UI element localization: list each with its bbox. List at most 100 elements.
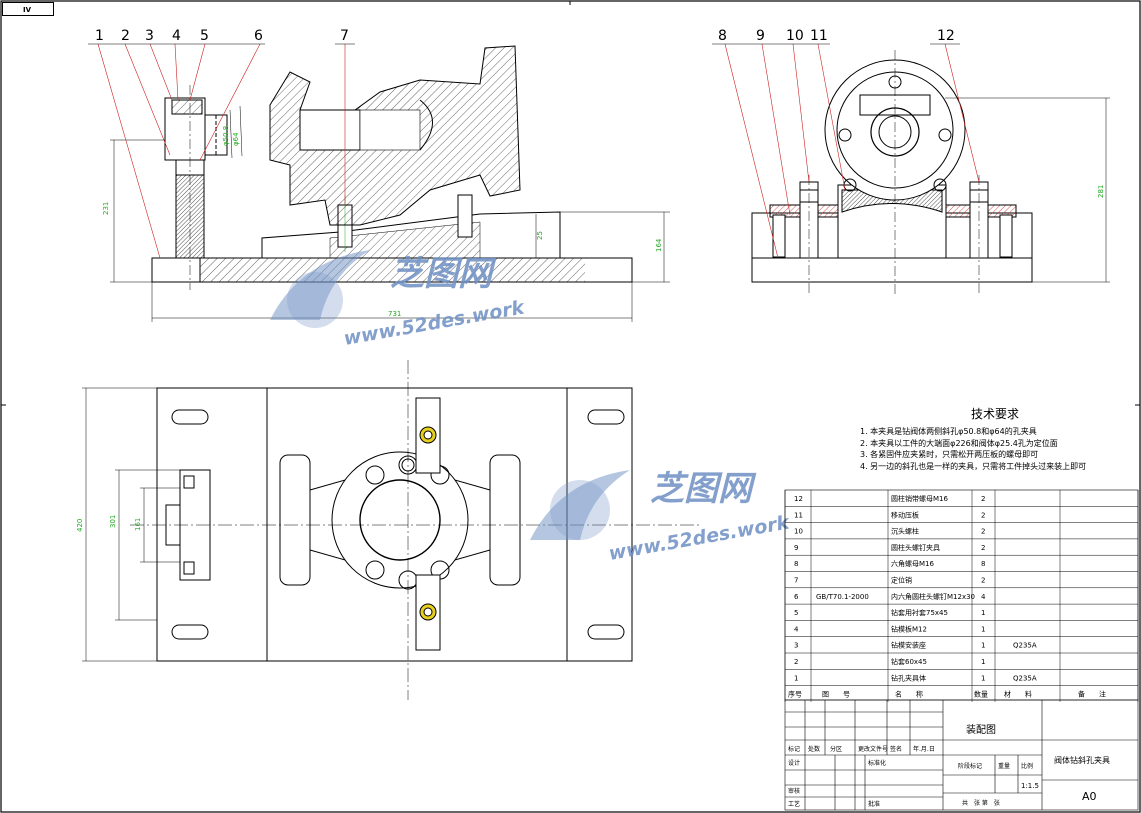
watermark-brand-2: 芝图网 xyxy=(650,469,757,509)
tb-label-weight: 重量 xyxy=(998,762,1010,770)
bom-name: 六角螺母M16 xyxy=(891,559,934,568)
tb-size: A0 xyxy=(1082,790,1097,803)
bom-qty: 2 xyxy=(981,528,985,536)
technical-requirements: 技术要求 1. 本夹具是钻阀体两侧斜孔φ50.8和φ64的孔夹具 2. 本夹具以… xyxy=(860,405,1130,472)
bom-header-remark: 备 注 xyxy=(1078,690,1106,699)
bom-no: 12 xyxy=(794,495,803,503)
part-label-6: 6 xyxy=(254,28,263,44)
plan-view xyxy=(82,360,700,700)
bom-name: 钻模板M12 xyxy=(891,624,927,633)
bom-name: 钻套60x45 xyxy=(891,657,927,666)
watermark-url-2: www.52des.work xyxy=(607,511,792,565)
bom-no: 7 xyxy=(794,577,798,585)
dim-front-width: 731 xyxy=(388,310,401,318)
bom-no: 4 xyxy=(794,625,799,633)
bom-material: Q235A xyxy=(1013,674,1037,682)
bom-name: 移动压板 xyxy=(891,510,919,519)
tb-label-approve: 批准 xyxy=(868,800,880,808)
bom-name: 圆柱头螺钉夹具 xyxy=(891,543,940,552)
dim-plan-height: 420 xyxy=(76,519,84,532)
bom-header-no: 序号 xyxy=(788,690,802,699)
bom-no: 2 xyxy=(794,658,798,666)
bom-qty: 1 xyxy=(981,609,985,617)
bom-qty: 2 xyxy=(981,577,985,585)
bom-qty: 1 xyxy=(981,674,985,682)
front-view xyxy=(88,43,670,322)
part-label-5: 5 xyxy=(200,28,209,44)
tb-label-design: 设计 xyxy=(788,759,800,767)
bom-no: 9 xyxy=(794,544,798,552)
bom-qty: 1 xyxy=(981,658,985,666)
dim-dia-a: φ50.8 xyxy=(222,126,230,146)
dim-side-height: 281 xyxy=(1097,185,1105,198)
dim-dia-b: φ64 xyxy=(232,132,240,146)
bom-code: GB/T70.1-2000 xyxy=(816,593,869,601)
part-label-4: 4 xyxy=(172,28,181,44)
bom-name: 钻孔夹具体 xyxy=(891,673,926,682)
bom-name: 钻套用衬套75x45 xyxy=(891,608,948,617)
part-label-7: 7 xyxy=(340,28,349,44)
tb-label-zone: 分区 xyxy=(830,745,842,753)
bom-qty: 2 xyxy=(981,495,985,503)
bom-no: 6 xyxy=(794,593,799,601)
tb-scale: 1:1.5 xyxy=(1021,782,1039,790)
tb-label-mark: 标记 xyxy=(788,745,800,753)
tb-drawing-name: 装配图 xyxy=(966,723,996,736)
tb-label-stage: 阶段标记 xyxy=(958,762,982,770)
dim-front-mid: 25 xyxy=(536,231,544,240)
watermark-url-1: www.52des.work xyxy=(342,296,527,350)
dim-plan-inner: 301 xyxy=(109,515,117,528)
dim-plan-small: 161 xyxy=(134,518,142,531)
part-label-10: 10 xyxy=(786,28,804,44)
bom-no: 1 xyxy=(794,674,798,682)
bom-name: 圆柱销带螺母M16 xyxy=(891,494,948,503)
tech-item-3: 3. 各紧固件应夹紧时，只需松开两压板的螺母即可 xyxy=(860,450,1039,459)
tb-label-scale: 比例 xyxy=(1021,762,1033,770)
bom-qty: 1 xyxy=(981,642,985,650)
tb-sheets: 共 张 第 张 xyxy=(962,799,1000,807)
bom-no: 3 xyxy=(794,642,798,650)
bom-no: 8 xyxy=(794,560,798,568)
part-label-3: 3 xyxy=(145,28,154,44)
bom-qty: 1 xyxy=(981,625,985,633)
tech-item-2: 2. 本夹具以工件的大端面φ226和阀体φ25.4孔为定位面 xyxy=(860,438,1058,448)
side-view xyxy=(712,43,1110,295)
bom-qty: 4 xyxy=(981,593,986,601)
tb-label-count: 处数 xyxy=(808,745,820,753)
bom-name: 钻模安装座 xyxy=(891,641,926,650)
bom-qty: 2 xyxy=(981,544,985,552)
bom-material: Q235A xyxy=(1013,642,1037,650)
bom-header-material: 材 料 xyxy=(1004,690,1032,699)
bom-qty: 8 xyxy=(981,560,985,568)
tech-item-1: 1. 本夹具是钻阀体两侧斜孔φ50.8和φ64的孔夹具 xyxy=(860,427,1037,436)
bom-name: 内六角圆柱头螺钉M12x30 xyxy=(891,592,975,601)
tb-label-sign: 签名 xyxy=(890,745,902,753)
bom-qty: 2 xyxy=(981,511,985,519)
part-label-1: 1 xyxy=(95,28,104,44)
bom-name: 沉头螺柱 xyxy=(891,527,919,536)
bom-header-code: 图 号 xyxy=(822,691,850,699)
tech-item-4: 4. 另一边的斜孔也是一样的夹具，只需将工件掉头过来装上即可 xyxy=(860,461,1087,471)
part-label-2: 2 xyxy=(121,28,130,44)
bom-no: 5 xyxy=(794,609,798,617)
part-label-12: 12 xyxy=(937,28,955,44)
dim-front-right: 164 xyxy=(655,238,663,252)
tb-label-doc: 更改文件号 xyxy=(858,745,888,753)
tb-part-name: 阀体钻斜孔夹具 xyxy=(1054,755,1110,765)
bom-name: 定位销 xyxy=(891,576,912,585)
tb-label-standard: 标准化 xyxy=(868,759,886,767)
title-block xyxy=(784,699,1139,811)
tech-title: 技术要求 xyxy=(970,407,1019,421)
watermark-2: 芝图网 www.52des.work xyxy=(530,469,792,565)
bom-no: 11 xyxy=(794,511,803,519)
tb-label-check: 审核 xyxy=(788,787,800,795)
part-label-11: 11 xyxy=(810,28,828,44)
dim-front-height: 231 xyxy=(102,202,110,215)
watermark-brand-1: 芝图网 xyxy=(390,254,497,294)
tb-label-date: 年.月.日 xyxy=(913,745,935,753)
part-label-8: 8 xyxy=(718,28,727,44)
tb-label-process: 工艺 xyxy=(788,800,800,808)
corner-tag: IV xyxy=(2,2,54,16)
